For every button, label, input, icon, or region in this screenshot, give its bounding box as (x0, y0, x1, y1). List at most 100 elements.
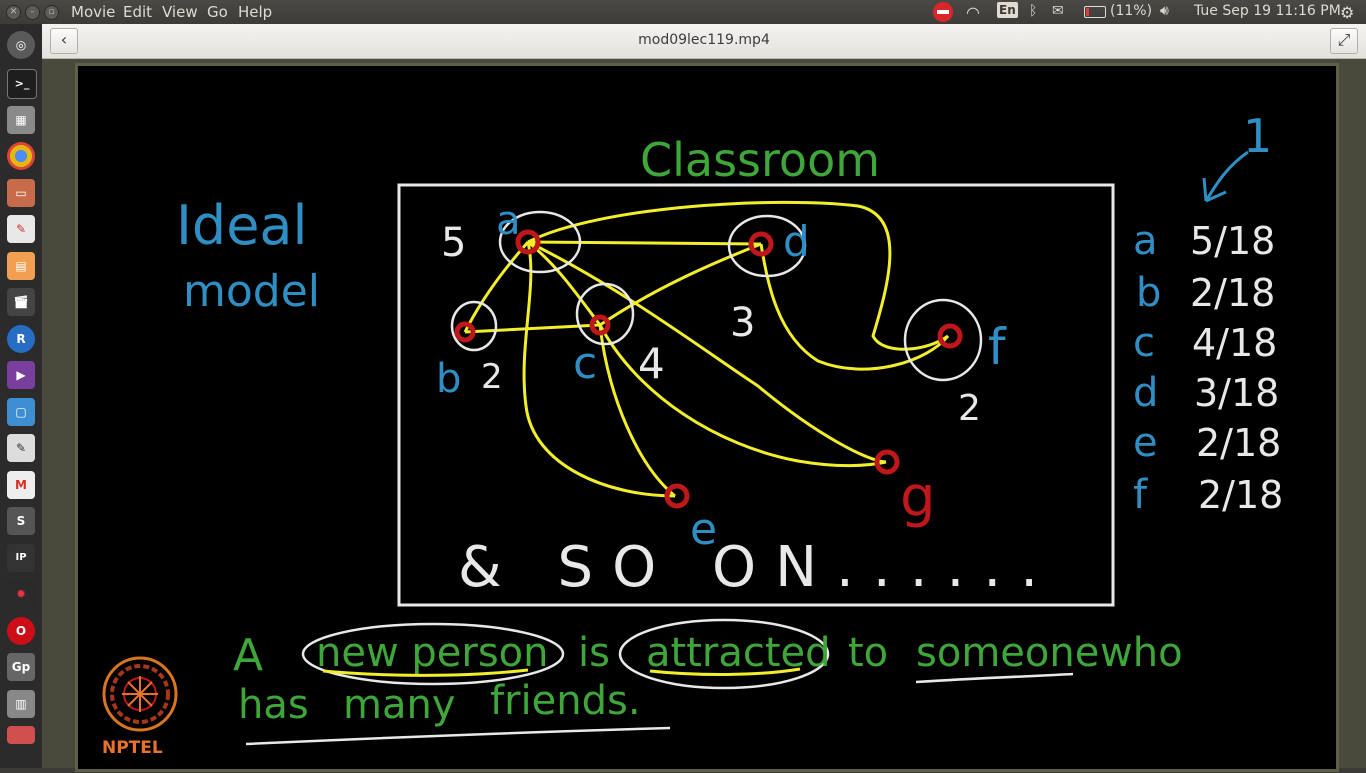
chrome-icon[interactable] (7, 142, 35, 170)
presentation-icon[interactable]: ▤ (7, 252, 35, 280)
gear-icon[interactable]: ⚙ (1340, 3, 1355, 22)
nptel-logo-text: NPTEL (102, 738, 163, 758)
no-entry-icon[interactable] (933, 2, 953, 22)
node-d (727, 214, 807, 278)
menu-help[interactable]: Help (238, 3, 273, 21)
sentence-line-1: A new person is attracted to someone who (233, 618, 1183, 690)
node-d-label: d (783, 217, 810, 266)
gmail-icon[interactable]: M (7, 471, 35, 499)
model-label: model (183, 266, 320, 317)
media-player-icon[interactable]: ▶ (7, 361, 35, 389)
player-headerbar: ‹ mod09lec119.mp4 ⤢ (42, 24, 1366, 59)
prob-letter-b: b (1136, 270, 1161, 316)
wifi-icon[interactable]: ◠ (966, 3, 980, 22)
prob-value-e: 2/18 (1196, 421, 1281, 465)
keyboard-layout-indicator[interactable]: En (997, 2, 1018, 18)
volume-icon[interactable]: 🔊︎ (1160, 3, 1169, 19)
mail-icon[interactable]: ✉ (1052, 3, 1064, 19)
node-f-count: 2 (958, 388, 981, 429)
prob-letter-d: d (1133, 370, 1158, 416)
word-is: is (578, 630, 610, 676)
node-a-label: a (496, 198, 521, 244)
gp-icon[interactable]: Gp (7, 653, 35, 681)
sentence-line-2: has many friends. (238, 678, 671, 746)
prob-value-f: 2/18 (1198, 473, 1283, 517)
battery-percentage: (11%) (1110, 3, 1153, 19)
pdf-reader-icon[interactable]: ✎ (7, 215, 35, 243)
lecture-drawing: Classroom Ideal model a 5 b 2 c 4 d 3 e … (102, 109, 1283, 758)
edge-b-c (464, 323, 601, 334)
arrow-down-icon (1202, 150, 1249, 203)
edge-a-f (527, 200, 949, 351)
edge-a-b (463, 241, 530, 333)
prob-letter-f: f (1133, 472, 1148, 518)
prob-value-a: 5/18 (1190, 219, 1275, 263)
node-e (664, 483, 690, 509)
menu-go[interactable]: Go (207, 3, 228, 21)
blackboard: Classroom Ideal model a 5 b 2 c 4 d 3 e … (75, 63, 1339, 772)
edge-d-f (759, 243, 950, 371)
video-editor-icon[interactable]: 🎬︎ (7, 288, 35, 316)
terminal-icon[interactable]: >_ (7, 69, 37, 99)
edge-a-d (527, 240, 762, 246)
prob-letter-c: c (1133, 320, 1155, 366)
maximize-window-button[interactable]: ▫ (44, 5, 59, 20)
back-button[interactable]: ‹ (50, 28, 78, 54)
node-f-label: f (988, 318, 1007, 376)
menu-edit[interactable]: Edit (123, 3, 153, 21)
node-f (903, 298, 983, 382)
video-area[interactable]: Classroom Ideal model a 5 b 2 c 4 d 3 e … (42, 59, 1366, 772)
edge-a-g (527, 240, 887, 464)
fullscreen-button[interactable]: ⤢ (1330, 28, 1358, 54)
probability-list: a 5/18 b 2/18 c 4/18 d 3/18 e 2/18 f 2/1… (1133, 218, 1283, 518)
edge-c-d (599, 242, 762, 327)
node-g-label: g (900, 465, 936, 530)
ideal-label: Ideal (176, 194, 308, 257)
prob-letter-a: a (1133, 218, 1158, 264)
edge-a-e (522, 241, 676, 498)
node-b-label: b (436, 356, 461, 402)
word-someone: someone (916, 630, 1099, 676)
calculator-icon[interactable]: ▦ (7, 106, 35, 134)
clock[interactable]: Tue Sep 19 11:16 PM (1194, 3, 1341, 19)
edge-a-c (527, 240, 602, 326)
bluetooth-icon[interactable]: ᛒ (1029, 3, 1038, 19)
video-title: mod09lec119.mp4 (638, 32, 770, 48)
node-c-label: c (573, 338, 597, 389)
document-icon[interactable]: ▢ (7, 398, 35, 426)
r-language-icon[interactable]: R (7, 325, 35, 353)
nptel-logo: NPTEL (102, 656, 178, 758)
launcher: ◎ >_ ▦ ▭ ✎ ▤ 🎬︎ R ▶ ▢ ✎ M S IP ✹ O Gp ▥ (0, 24, 43, 768)
node-g (874, 449, 900, 475)
node-a-count: 5 (441, 220, 466, 266)
settings-icon[interactable]: ✹ (7, 580, 35, 608)
archive-icon[interactable]: ▥ (7, 690, 35, 718)
files-icon[interactable]: ▭ (7, 179, 35, 207)
dash-icon[interactable]: ◎ (7, 31, 35, 59)
word-new-person: new person (316, 630, 549, 676)
prob-value-c: 4/18 (1192, 321, 1277, 365)
node-d-count: 3 (730, 300, 755, 346)
word-many: many (343, 682, 456, 728)
ipython-icon[interactable]: IP (7, 544, 35, 572)
word-friends: friends. (490, 678, 641, 724)
trash-icon[interactable] (7, 726, 35, 744)
text-editor-icon[interactable]: ✎ (7, 434, 35, 462)
menu-movie[interactable]: Movie (71, 3, 116, 21)
word-to: to (848, 630, 888, 676)
sublime-icon[interactable]: S (7, 507, 35, 535)
minimize-window-button[interactable]: – (25, 5, 40, 20)
node-b (450, 300, 498, 352)
menu-view[interactable]: View (162, 3, 198, 21)
word-who: who (1100, 630, 1183, 676)
word-a: A (233, 630, 263, 681)
prob-value-d: 3/18 (1194, 371, 1279, 415)
close-window-button[interactable]: ✕ (6, 5, 21, 20)
prob-letter-e: e (1133, 420, 1158, 466)
prob-value-b: 2/18 (1190, 271, 1275, 315)
word-attracted: attracted (646, 630, 831, 676)
nodes (450, 210, 983, 509)
word-has: has (238, 682, 309, 728)
battery-icon[interactable] (1084, 6, 1106, 18)
opera-icon[interactable]: O (7, 617, 35, 645)
